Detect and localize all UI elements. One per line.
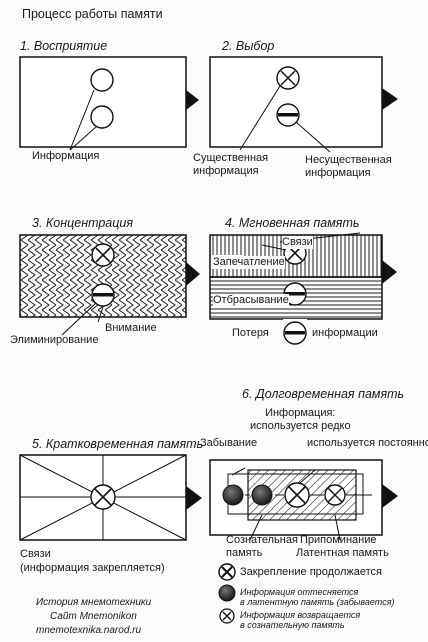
legend-item-3: Информация возвращается в сознательную п… (240, 610, 361, 630)
p4-label-loss: Потеря (232, 327, 269, 339)
p6-heading: 6. Долговременная память (242, 387, 405, 401)
credit-line-3: mnemotexnika.narod.ru (36, 625, 142, 636)
p1-heading: 1. Восприятие (20, 39, 108, 53)
p1-label: Информация (32, 150, 100, 162)
p4-label-links: Связи (282, 236, 313, 249)
p3-heading: 3. Концентрация (32, 216, 134, 230)
p3-label-attention: Внимание (105, 322, 157, 334)
p4-heading: 4. Мгновенная память (225, 216, 360, 230)
p4-label-discard: Отбрасывание (213, 294, 289, 307)
p6-label-constant: используется постоянно (307, 437, 428, 449)
p5-label-links: Связи (информация закрепляется) (20, 548, 165, 574)
info-circle-icon (90, 105, 114, 129)
info-circle-icon (90, 68, 114, 92)
p6-label-latent: Латентная память (296, 547, 389, 559)
panel-long-term-memory (209, 459, 398, 541)
credit-line-2: Сайт Mnemonikon (50, 611, 137, 622)
legend-item-2: Информация оттесняется в латентную памят… (240, 587, 395, 607)
p3-label-elimination: Элиминирование (10, 334, 99, 346)
p6-label-recall: Припоминание (300, 534, 377, 546)
diagram-title: Процесс работы памяти (22, 7, 163, 21)
p2-heading: 2. Выбор (222, 39, 275, 53)
p6-label-conscious: Сознательная память (226, 534, 298, 559)
p2-label-essential: Существенная информация (193, 152, 269, 177)
legend-item-1: Закрепление продолжается (240, 566, 382, 578)
p2-label-nonessential: Несущественная информация (305, 154, 392, 179)
dark-circle-icon (218, 584, 236, 602)
panel-concentration (19, 234, 200, 336)
credit-line-1: История мнемотехники (36, 597, 152, 608)
p6-label-info: Информация: используется редко (250, 407, 351, 432)
panel-short-term-memory (19, 454, 202, 541)
panel-selection (209, 56, 398, 153)
legend-graphics (218, 563, 236, 624)
p4-label-imprint: Запечатление (213, 256, 285, 269)
p5-heading: 5. Кратковременная память (32, 437, 204, 451)
p6-label-forgetting: Забывание (200, 437, 258, 449)
p4-label-information: информации (312, 327, 378, 339)
panel-perception (19, 56, 199, 151)
